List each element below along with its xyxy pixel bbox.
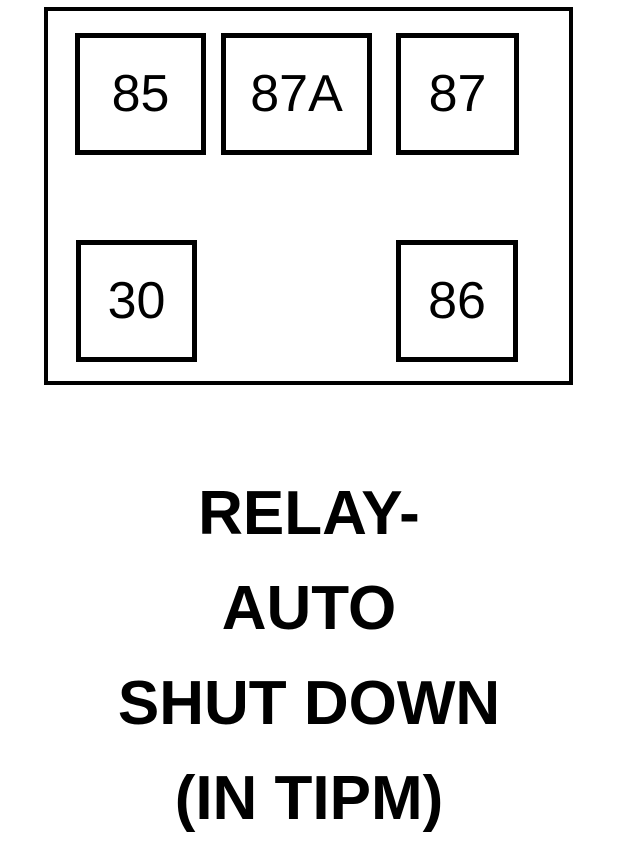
caption-line-2: AUTO [221, 574, 397, 643]
terminal-label-87: 87 [428, 65, 487, 123]
terminal-label-87a: 87A [250, 65, 343, 123]
relay-terminal-87: 87 [396, 33, 519, 155]
caption-line-1: RELAY- [198, 479, 420, 548]
relay-caption: RELAY- AUTO SHUT DOWN (IN TIPM) [0, 466, 618, 846]
caption-line-3: SHUT DOWN [117, 669, 501, 738]
terminal-label-86: 86 [428, 272, 486, 330]
relay-terminal-87a: 87A [221, 33, 372, 155]
relay-terminal-86: 86 [396, 240, 518, 362]
caption-line-4: (IN TIPM) [174, 764, 444, 833]
relay-terminal-30: 30 [76, 240, 197, 362]
relay-terminal-85: 85 [75, 33, 206, 155]
terminal-label-30: 30 [107, 272, 166, 330]
terminal-label-85: 85 [111, 65, 170, 123]
